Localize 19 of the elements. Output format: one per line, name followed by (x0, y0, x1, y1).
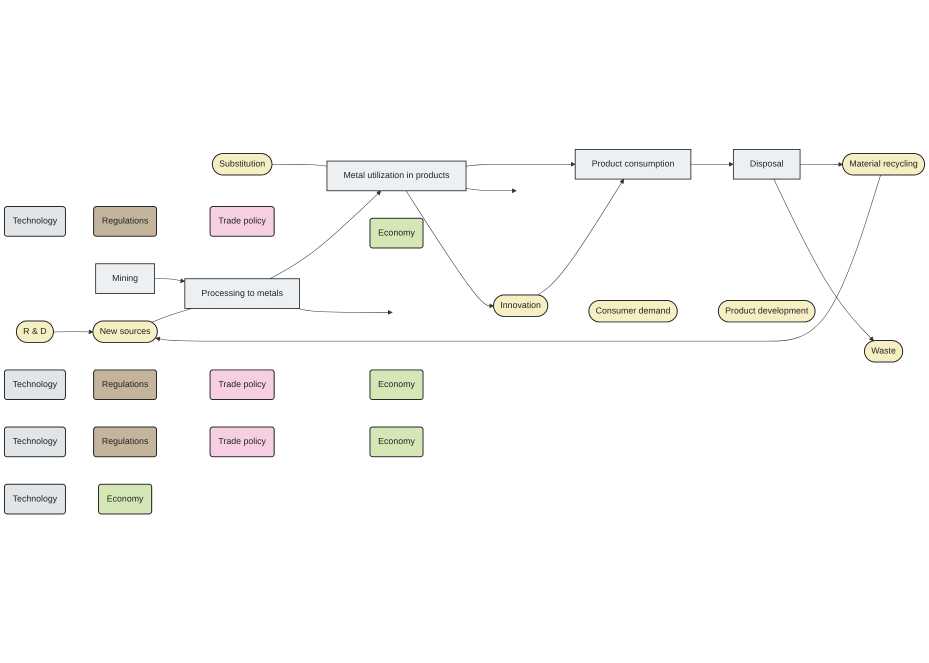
node-box: Mining (95, 263, 155, 294)
arrow (298, 308, 393, 315)
arrow (154, 278, 186, 283)
arrow (466, 188, 517, 194)
arrow (774, 178, 874, 342)
connector (151, 308, 192, 322)
arrow (690, 162, 734, 166)
arrow (270, 190, 382, 279)
arrow (537, 178, 624, 296)
node-box: Processing to metals (184, 278, 300, 309)
node-box: Metal utilization in products (326, 160, 466, 192)
node-box: Product consumption (574, 148, 692, 180)
arrow (155, 174, 881, 342)
arrow (800, 162, 844, 167)
connector (272, 164, 328, 166)
arrow (466, 162, 576, 166)
arrow (53, 329, 94, 334)
node-box: Disposal (732, 148, 800, 180)
arrow (406, 190, 494, 308)
